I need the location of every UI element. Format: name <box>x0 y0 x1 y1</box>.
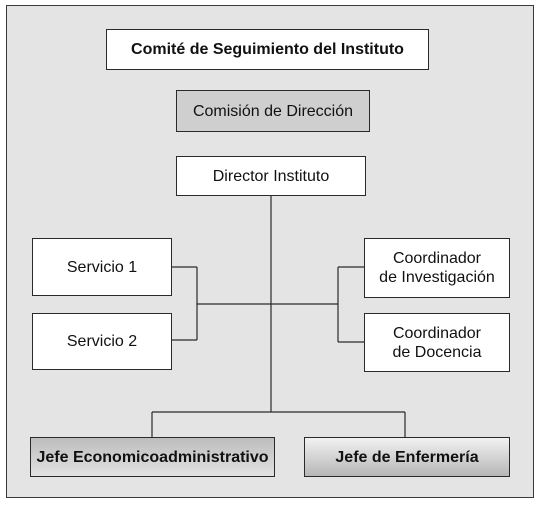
coordinator-teaching-line1: Coordinador <box>392 324 482 342</box>
service-2-box: Servicio 2 <box>32 313 172 370</box>
committee-label: Comité de Seguimiento del Instituto <box>131 41 404 58</box>
chief-admin-box: Jefe Economicoadministrativo <box>30 437 275 477</box>
commission-box: Comisión de Dirección <box>176 90 370 132</box>
coordinator-research-line2: de Investigación <box>379 269 495 286</box>
chief-nursing-label: Jefe de Enfermería <box>335 448 479 466</box>
coordinator-teaching-box: Coordinador de Docencia <box>364 313 510 372</box>
commission-label: Comisión de Dirección <box>192 102 354 120</box>
director-label: Director Instituto <box>212 167 330 185</box>
coordinator-teaching-line2: de Docencia <box>392 343 482 361</box>
service-1-label: Servicio 1 <box>66 258 138 276</box>
coordinator-research-line1: Coordinador <box>392 250 482 267</box>
director-box: Director Instituto <box>176 156 366 196</box>
service-2-label: Servicio 2 <box>66 333 138 350</box>
coordinator-research-box: Coordinador de Investigación <box>364 238 510 298</box>
chief-nursing-box: Jefe de Enfermería <box>304 437 510 477</box>
committee-box: Comité de Seguimiento del Instituto <box>106 29 429 70</box>
service-1-box: Servicio 1 <box>32 238 172 296</box>
chief-admin-label: Jefe Economicoadministrativo <box>36 448 269 466</box>
